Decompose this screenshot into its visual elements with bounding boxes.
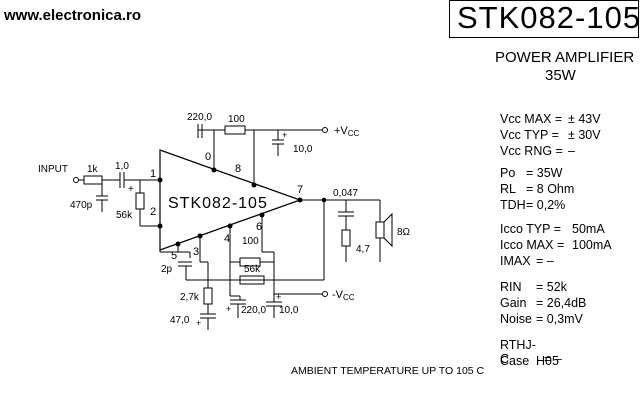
resistor-2-7k	[203, 287, 213, 305]
spec-row: Vcc RNG =–	[500, 144, 638, 166]
spec-row: RIN = 52k	[500, 280, 638, 296]
title-line-2: 35W	[545, 67, 576, 84]
c-47-label: 47,0	[170, 315, 190, 326]
pin-1-label: 1	[150, 168, 156, 180]
spec-label: TDH	[500, 198, 526, 212]
r-100-bot-label: 100	[242, 236, 259, 247]
r-1k-label: 1k	[87, 164, 99, 175]
pin-2-label: 2	[150, 206, 156, 218]
pin-6-label: 6	[256, 221, 262, 233]
spec-row: Icco MAX = 100mA	[500, 238, 638, 254]
c-10-bot-plus: +	[276, 292, 281, 302]
vcc-pos-terminal	[322, 127, 328, 133]
c-1u-plus: +	[128, 184, 134, 195]
pin-numbers: 1 2 0 8 7 5 3 4 6	[150, 151, 303, 262]
spec-value: = –	[544, 352, 562, 366]
spec-label: Icco MAX =	[500, 238, 565, 252]
spec-value: = 0,2%	[526, 198, 566, 212]
vcc-neg-terminal	[322, 291, 328, 297]
r-47-label: 4,7	[356, 244, 370, 255]
spec-label: Case	[500, 354, 530, 368]
pin-7-label: 7	[297, 184, 303, 196]
spec-row: RTHJ-C = –	[500, 338, 638, 366]
resistor-1k	[83, 175, 103, 185]
spec-row: Vcc TYP = ± 30V	[500, 128, 638, 144]
spec-value: 100mA	[572, 238, 612, 252]
part-number-box	[449, 0, 639, 38]
spec-label: Noise	[500, 312, 532, 326]
speaker	[375, 221, 385, 239]
ambient-temperature-note: AMBIENT TEMPERATURE UP TO 105 C	[291, 365, 485, 377]
r-56k-bot-label: 56k	[244, 264, 261, 275]
spec-row: Vcc MAX = ± 43V	[500, 112, 638, 128]
r-100-top-label: 100	[228, 114, 245, 125]
pin-0-label: 0	[205, 151, 211, 163]
pin-4-label: 4	[224, 233, 230, 245]
c-2p-label: 2p	[161, 264, 173, 275]
spec-value: = 8 Ohm	[526, 182, 575, 196]
spec-value: H05	[536, 354, 559, 368]
title-line-1: POWER AMPLIFIER	[495, 49, 635, 66]
c-470p-label: 470p	[70, 200, 93, 211]
speaker-cone	[383, 212, 393, 248]
r-27k-label: 2,7k	[180, 292, 200, 303]
c-1u-label: 1,0	[115, 161, 129, 172]
c-47-plus: +	[196, 318, 201, 328]
resistor-4-7	[341, 229, 351, 247]
site-url[interactable]: www.electronica.ro	[4, 7, 141, 24]
r-56k-in-label: 56k	[116, 210, 133, 221]
spec-label: IMAX	[500, 254, 531, 268]
input-label: INPUT	[38, 164, 68, 175]
pin-3-label: 3	[193, 246, 199, 258]
part-number: STK082-105	[457, 0, 640, 35]
c-10-bot-label: 10,0	[279, 305, 299, 316]
c-10-top-plus: +	[282, 130, 287, 140]
pin-8-label: 8	[235, 163, 241, 175]
spec-label: RTHJ-C	[500, 338, 536, 366]
spec-label: Vcc MAX =	[500, 112, 563, 126]
c-10-top-label: 10,0	[293, 144, 313, 155]
spec-value: = 0,3mV	[536, 312, 583, 326]
spec-row: TDH= 0,2%	[500, 198, 638, 222]
spec-label: Gain	[500, 296, 527, 310]
spec-value: = 52k	[536, 280, 567, 294]
speaker-label: 8Ω	[397, 227, 411, 238]
input-terminal	[73, 177, 79, 183]
vcc-pos-label: +VCC	[334, 125, 360, 138]
c-220-bot-label: 220,0	[241, 305, 266, 316]
spec-label: RL	[500, 182, 516, 196]
spec-row: Gain = 26,4dB	[500, 296, 638, 312]
spec-label: Icco TYP =	[500, 222, 562, 236]
spec-value: ± 30V	[568, 128, 601, 142]
c-220-bot-plus: +	[226, 304, 231, 314]
chip-label: STK082-105	[168, 195, 268, 212]
resistor-56k-in	[135, 192, 145, 210]
spec-row: Po = 35W	[500, 166, 638, 182]
spec-value: = 26,4dB	[536, 296, 587, 310]
spec-label: RIN	[500, 280, 522, 294]
spec-label: Vcc TYP =	[500, 128, 559, 142]
spec-value: 50mA	[572, 222, 605, 236]
vcc-neg-label: -VCC	[332, 289, 355, 302]
pin-5-label: 5	[171, 250, 177, 262]
c-0047-label: 0,047	[333, 188, 358, 199]
spec-row: IMAX = –	[500, 254, 638, 280]
spec-row: RL = 8 Ohm	[500, 182, 638, 198]
resistor-100-top	[224, 125, 246, 135]
spec-row: Case H05	[500, 354, 638, 370]
spec-value: = –	[536, 254, 554, 268]
spec-value: –	[568, 144, 575, 158]
spec-value: ± 43V	[568, 112, 601, 126]
spec-value: = 35W	[526, 166, 563, 180]
spec-label: Vcc RNG =	[500, 144, 563, 158]
spec-row: Icco TYP = 50mA	[500, 222, 638, 238]
specs-list: Vcc MAX = ± 43V Vcc TYP = ± 30V Vcc RNG =–…	[500, 112, 638, 370]
spec-row: Noise = 0,3mV	[500, 312, 638, 338]
spec-label: Po	[500, 166, 516, 180]
c-220-top-label: 220,0	[187, 112, 212, 123]
